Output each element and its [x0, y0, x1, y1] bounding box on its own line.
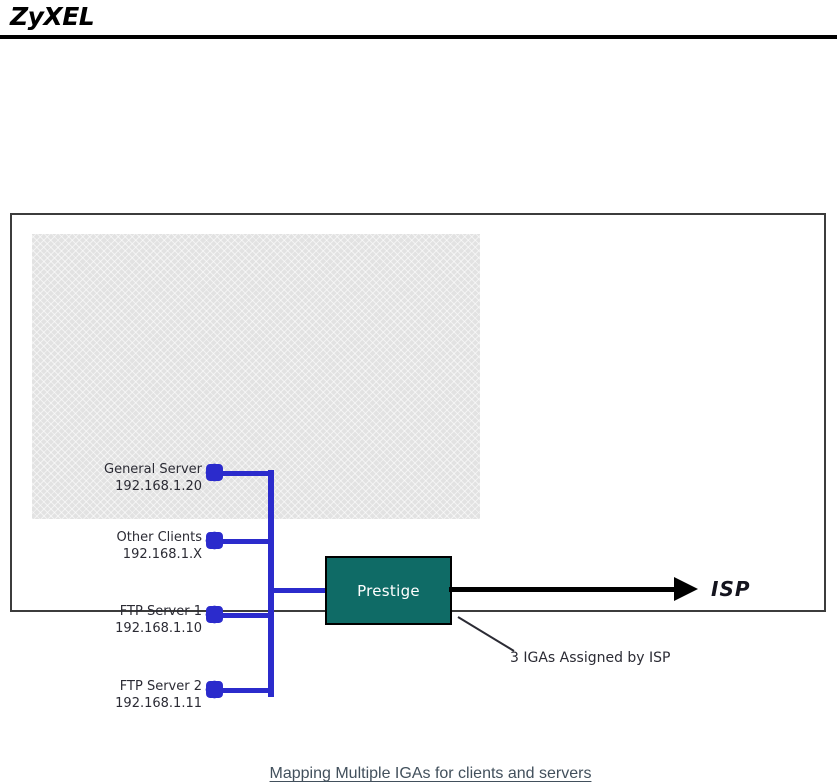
node-label-ftp-server-2: FTP Server 2 192.168.1.11: [34, 678, 202, 712]
node-ip: 192.168.1.11: [115, 696, 202, 711]
brand-logo: ZyXEL: [10, 2, 95, 31]
link-ftp-server-1: [220, 613, 272, 618]
link-general-server: [220, 471, 272, 476]
node-ip: 192.168.1.10: [115, 621, 202, 636]
wan-arrow-icon: [674, 577, 698, 601]
iga-annotation: 3 IGAs Assigned by ISP: [510, 650, 671, 666]
prestige-label: Prestige: [357, 581, 420, 600]
lan-bus-trunk: [268, 470, 274, 697]
node-name: FTP Server 1: [119, 604, 202, 619]
link-bus-to-prestige: [268, 588, 330, 593]
wan-link-line: [449, 587, 677, 592]
link-other-clients: [220, 539, 272, 544]
prestige-device: Prestige: [325, 556, 452, 625]
node-name: FTP Server 2: [119, 679, 202, 694]
node-label-general-server: General Server 192.168.1.20: [34, 461, 202, 495]
figure-frame: General Server 192.168.1.20 Other Client…: [10, 213, 826, 782]
node-ip: 192.168.1.X: [122, 547, 202, 562]
node-name: General Server: [104, 462, 202, 477]
node-label-other-clients: Other Clients 192.168.1.X: [34, 529, 202, 563]
figure-caption: Mapping Multiple IGAs for clients and se…: [269, 765, 592, 782]
lan-panel: [32, 234, 480, 519]
link-ftp-server-2: [220, 688, 272, 693]
node-ip: 192.168.1.20: [115, 479, 202, 494]
isp-label: ISP: [711, 577, 751, 601]
header-divider: [0, 35, 837, 39]
node-name: Other Clients: [116, 530, 202, 545]
node-label-ftp-server-1: FTP Server 1 192.168.1.10: [34, 603, 202, 637]
